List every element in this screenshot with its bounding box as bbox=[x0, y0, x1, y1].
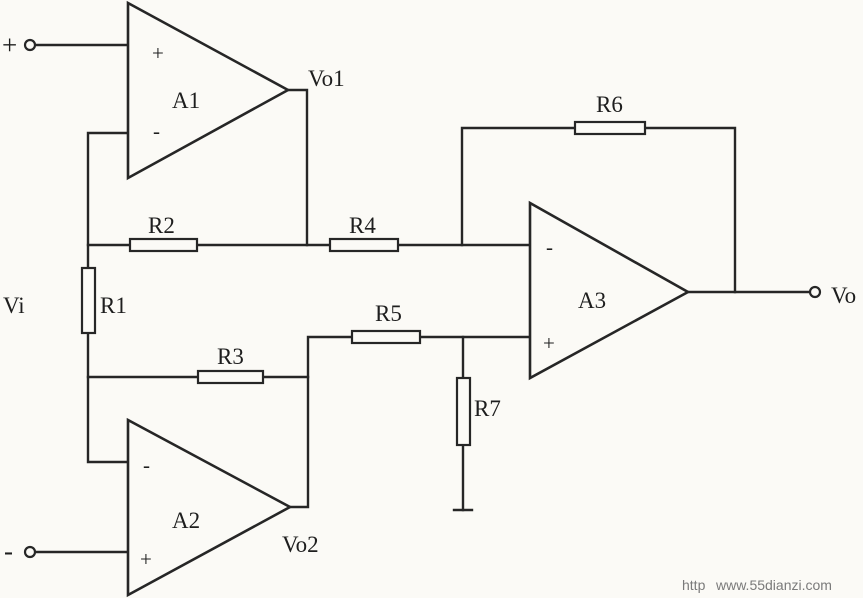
wire-r1-to-a2-minus bbox=[86, 331, 130, 464]
a3-plus-label: + bbox=[543, 331, 555, 355]
resistor-r2-icon bbox=[128, 237, 199, 253]
opamp-a2-icon bbox=[126, 417, 293, 598]
resistor-r1-icon bbox=[80, 266, 97, 335]
plus-input-terminal-icon bbox=[23, 38, 37, 52]
wire-r6-right bbox=[643, 126, 737, 294]
watermark-prefix: http bbox=[682, 577, 706, 593]
r2-label: R2 bbox=[148, 213, 175, 238]
a2-name-label: A2 bbox=[172, 508, 200, 533]
r5-label: R5 bbox=[375, 301, 402, 326]
r7-label: R7 bbox=[474, 396, 501, 421]
vo-label: Vo bbox=[831, 283, 856, 308]
resistor-r7-icon bbox=[455, 376, 472, 447]
a1-minus-label: - bbox=[153, 119, 160, 143]
a1-plus-label: + bbox=[152, 41, 164, 65]
vo1-label: Vo1 bbox=[308, 66, 345, 91]
vi-label: Vi bbox=[3, 293, 25, 318]
wire-a2-output bbox=[288, 335, 354, 509]
vo2-label: Vo2 bbox=[282, 532, 319, 557]
a2-minus-label: - bbox=[143, 453, 150, 477]
minus-input-terminal-icon bbox=[23, 545, 37, 559]
r6-label: R6 bbox=[596, 92, 623, 117]
resistor-r3-icon bbox=[196, 369, 265, 385]
opamp-a1-icon bbox=[126, 0, 291, 181]
r3-label: R3 bbox=[217, 344, 244, 369]
wire-r6-left bbox=[460, 126, 577, 247]
a3-minus-label: - bbox=[546, 235, 553, 259]
resistor-r5-icon bbox=[350, 329, 422, 345]
plus-input-label: + bbox=[2, 30, 17, 60]
r4-label: R4 bbox=[349, 213, 376, 238]
a1-name-label: A1 bbox=[172, 88, 200, 113]
minus-input-label: - bbox=[4, 536, 13, 566]
watermark-site: www.55dianzi.com bbox=[715, 577, 832, 593]
r1-label: R1 bbox=[100, 293, 127, 318]
a3-name-label: A3 bbox=[578, 288, 606, 313]
a2-plus-label: + bbox=[140, 547, 152, 571]
opamp-a3-icon bbox=[528, 200, 691, 381]
wire-a1-minus-to-r1 bbox=[86, 131, 130, 270]
resistor-r6-icon bbox=[573, 120, 647, 136]
wires bbox=[33, 43, 812, 554]
wire-a1-output bbox=[286, 88, 309, 247]
output-terminal-icon bbox=[808, 285, 822, 299]
resistor-r4-icon bbox=[328, 237, 400, 253]
